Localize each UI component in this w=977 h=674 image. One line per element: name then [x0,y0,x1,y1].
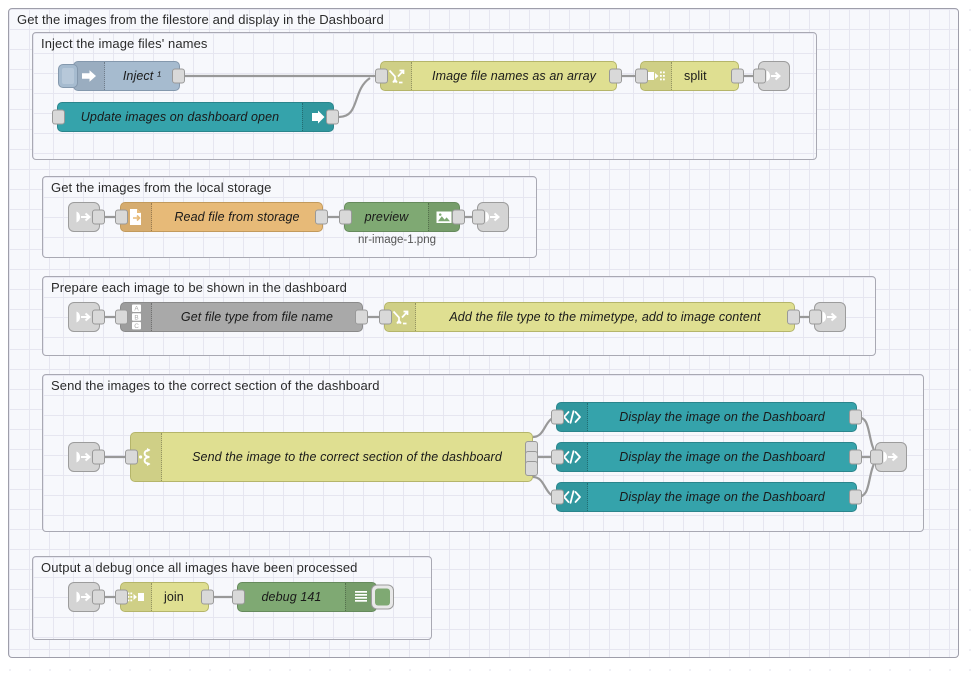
node-preview-sublabel: nr-image-1.png [358,234,436,246]
link-out-icon [821,309,839,325]
node-link-in-2[interactable] [68,202,105,232]
node-preview-label: preview [364,210,409,224]
link-in-icon [75,449,93,465]
link-out-icon [882,449,900,465]
node-link-out-2[interactable] [472,202,509,232]
node-display-2[interactable]: Display the image on the Dashboard [551,442,862,472]
node-inject-label: Inject ¹ [122,69,162,83]
port-out[interactable] [326,109,339,125]
port-out[interactable] [172,68,185,84]
port-out-3[interactable] [525,461,538,476]
node-get-file-type[interactable]: A B C Get file type from file name [115,302,368,332]
port-out[interactable] [92,209,105,225]
port-in[interactable] [635,68,648,84]
node-inject[interactable]: Inject ¹ [58,61,185,91]
port-out[interactable] [787,309,800,325]
port-out[interactable] [92,309,105,325]
node-display-1[interactable]: Display the image on the Dashboard [551,402,862,432]
link-in-icon [75,309,93,325]
link-in-icon [75,209,93,225]
node-link-out-4[interactable] [870,442,907,472]
node-add-mimetype-label: Add the file type to the mimetype, add t… [449,310,761,324]
node-link-in-4[interactable] [68,442,105,472]
group-output-label: Output a debug once all images have been… [41,560,358,575]
port-in[interactable] [52,109,65,125]
inject-trigger-button[interactable] [58,64,78,88]
node-link-in-5[interactable] [68,582,105,612]
port-in[interactable] [809,309,822,325]
node-join[interactable]: join [115,582,214,612]
node-split-label: split [684,69,707,83]
node-read-file[interactable]: Read file from storage [115,202,328,232]
group-inject[interactable]: Inject the image files' names [32,32,817,160]
node-display-1-label: Display the image on the Dashboard [619,410,825,424]
node-debug-label: debug 141 [261,590,322,604]
port-in[interactable] [870,449,883,465]
node-preview[interactable]: preview [339,202,465,232]
port-in[interactable] [379,309,392,325]
port-in[interactable] [375,68,388,84]
node-display-3[interactable]: Display the image on the Dashboard [551,482,862,512]
node-link-out-1[interactable] [753,61,790,91]
node-add-mimetype[interactable]: Add the file type to the mimetype, add t… [379,302,800,332]
node-change-image-file-names-label: Image file names as an array [432,69,596,83]
port-in[interactable] [472,209,485,225]
debug-toggle-button[interactable] [371,584,394,610]
svg-text:A: A [134,306,139,313]
port-in[interactable] [551,449,564,465]
port-out[interactable] [609,68,622,84]
group-prepare-label: Prepare each image to be shown in the da… [51,280,347,295]
port-out[interactable] [92,449,105,465]
group-inject-label: Inject the image files' names [41,36,208,51]
group-send-label: Send the images to the correct section o… [51,378,380,393]
link-out-icon [765,68,783,84]
port-in[interactable] [551,409,564,425]
node-debug[interactable]: debug 141 [232,582,394,612]
port-in[interactable] [125,449,138,465]
port-out[interactable] [315,209,328,225]
svg-text:B: B [134,314,138,321]
node-get-file-type-label: Get file type from file name [180,310,334,324]
node-display-3-label: Display the image on the Dashboard [619,490,825,504]
port-in[interactable] [115,309,128,325]
node-change-image-file-names[interactable]: Image file names as an array [375,61,622,91]
abc-icon: A B C [121,303,152,331]
group-outer-label: Get the images from the filestore and di… [17,12,384,27]
node-join-label: join [164,590,184,604]
node-link-in-3[interactable] [68,302,105,332]
port-in[interactable] [339,209,352,225]
node-switch-section[interactable]: Send the image to the correct section of… [125,432,538,482]
node-switch-section-label: Send the image to the correct section of… [192,450,502,464]
port-in[interactable] [115,589,128,605]
port-in[interactable] [232,589,245,605]
node-dashboard-open-label: Update images on dashboard open [80,110,280,124]
port-out[interactable] [849,449,862,465]
port-out[interactable] [355,309,368,325]
inject-arrow-icon [74,62,105,90]
link-out-icon [484,209,502,225]
port-out[interactable] [452,209,465,225]
node-split[interactable]: split [635,61,744,91]
node-display-2-label: Display the image on the Dashboard [619,450,825,464]
port-in[interactable] [753,68,766,84]
port-out[interactable] [731,68,744,84]
port-out[interactable] [849,409,862,425]
port-out[interactable] [849,489,862,505]
group-storage-label: Get the images from the local storage [51,180,272,195]
port-in[interactable] [551,489,564,505]
port-out[interactable] [92,589,105,605]
node-read-file-label: Read file from storage [174,210,300,224]
node-dashboard-open[interactable]: Update images on dashboard open [52,102,339,132]
node-link-out-3[interactable] [809,302,846,332]
link-in-icon [75,589,93,605]
port-out[interactable] [201,589,214,605]
port-in[interactable] [115,209,128,225]
svg-text:C: C [134,323,139,330]
